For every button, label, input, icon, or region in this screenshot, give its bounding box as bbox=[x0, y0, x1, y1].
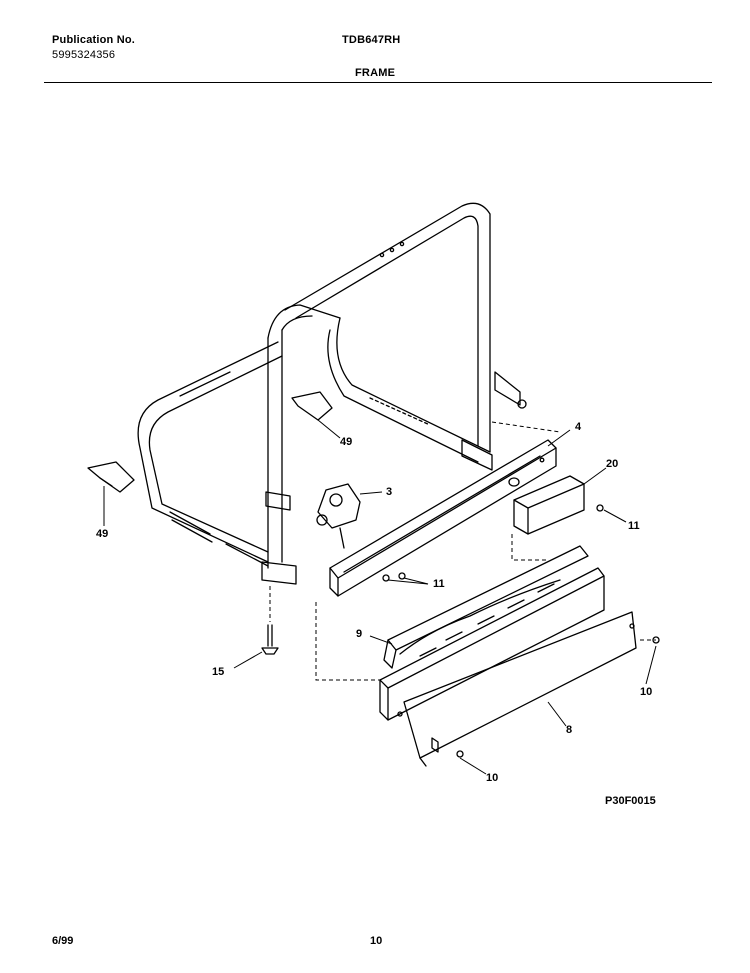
section-title: FRAME bbox=[355, 67, 396, 79]
callout-49-left: 49 bbox=[96, 528, 109, 540]
publication-number: 5995324356 bbox=[52, 49, 116, 61]
rear-frame bbox=[284, 202, 527, 471]
callout-10-right: 10 bbox=[640, 686, 653, 698]
part-20-cover bbox=[513, 475, 585, 535]
callout-49-center: 49 bbox=[340, 436, 353, 448]
callout-4: 4 bbox=[575, 421, 582, 433]
figure-id: P30F0015 bbox=[605, 795, 656, 807]
part-15-screw bbox=[261, 624, 279, 655]
model-number: TDB647RH bbox=[342, 34, 401, 46]
leg-brackets bbox=[87, 391, 333, 493]
callout-15: 15 bbox=[212, 666, 225, 678]
callout-8: 8 bbox=[566, 724, 573, 736]
front-frame bbox=[261, 304, 341, 585]
callout-9: 9 bbox=[356, 628, 363, 640]
part-8-kick-plate bbox=[379, 567, 637, 767]
callout-20: 20 bbox=[606, 458, 619, 470]
part-9-toe-plate bbox=[383, 545, 589, 669]
part-3-switch bbox=[316, 483, 361, 549]
callout-10-bottom: 10 bbox=[486, 772, 499, 784]
header-rule bbox=[44, 82, 712, 83]
left-side-rail bbox=[137, 341, 283, 567]
publication-label: Publication No. bbox=[52, 34, 136, 46]
callout-11-right: 11 bbox=[628, 520, 640, 532]
footer-page-number: 10 bbox=[370, 935, 383, 947]
callout-11-center: 11 bbox=[433, 578, 445, 590]
callout-3: 3 bbox=[386, 486, 393, 498]
footer-date: 6/99 bbox=[52, 935, 74, 947]
part-4-channel bbox=[329, 439, 557, 597]
